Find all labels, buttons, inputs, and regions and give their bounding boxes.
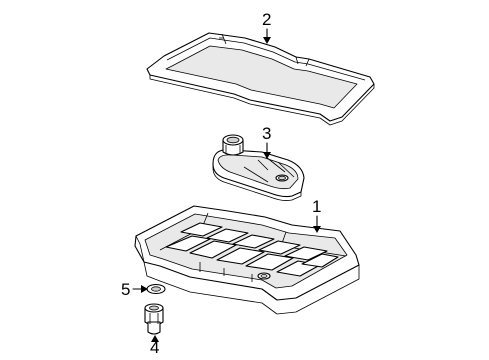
plug-part [144, 303, 164, 335]
callout-3-arrowhead [263, 152, 271, 159]
filter-part [212, 134, 305, 201]
pan-part [134, 205, 360, 315]
callout-4: 4 [150, 335, 159, 357]
callout-1-arrowhead [313, 226, 321, 233]
callout-5-label: 5 [121, 280, 130, 299]
callout-3: 3 [262, 124, 271, 159]
callout-4-arrowhead [151, 335, 159, 342]
gasket-part [146, 32, 375, 126]
callout-3-label: 3 [262, 124, 271, 143]
callout-2-label: 2 [262, 10, 271, 29]
callout-2: 2 [262, 10, 271, 44]
seal-part [146, 283, 166, 295]
callout-1: 1 [312, 197, 321, 233]
callout-2-arrowhead [263, 37, 271, 44]
callout-5: 5 [121, 280, 148, 299]
callout-1-label: 1 [312, 197, 321, 216]
callout-4-label: 4 [150, 338, 159, 357]
callout-5-arrowhead [141, 285, 148, 293]
